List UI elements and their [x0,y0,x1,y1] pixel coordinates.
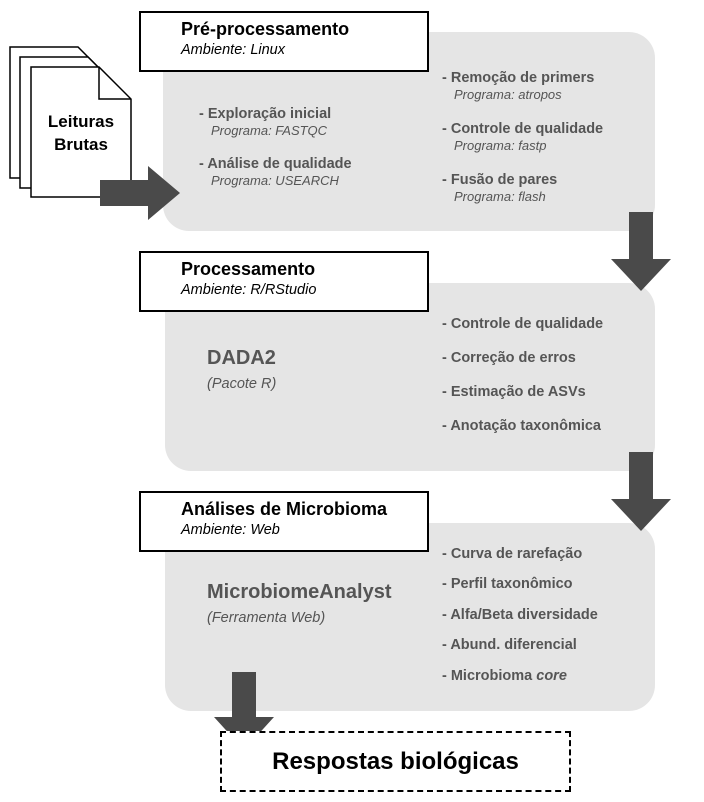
arrow-stage1-to-stage2 [611,212,671,291]
step-label: - Estimação de ASVs [442,384,586,400]
stage2-environment: Ambiente: R/RStudio [181,282,317,298]
stage2-header: Processamento Ambiente: R/RStudio [139,251,429,312]
step-program: Programa: flash [454,189,546,204]
stage2-panel [165,283,655,471]
step-label: - Controle de qualidade [442,316,604,332]
stage1-header: Pré-processamento Ambiente: Linux [139,11,429,72]
stage3-step-3: - Alfa/Beta diversidade [442,606,598,624]
arrow-stage2-to-stage3 [611,452,671,531]
stage3-step-2: - Perfil taxonômico [442,575,573,593]
stage2-step-1: - Controle de qualidade [442,315,603,333]
stage1-environment: Ambiente: Linux [181,42,285,58]
step-label: - Controle de qualidade [442,121,604,137]
stage3-tool-subtitle: (Ferramenta Web) [207,610,326,626]
step-program: Programa: FASTQC [211,123,328,138]
raw-reads-label: Leituras Brutas [36,110,126,156]
step-label: - Anotação taxonômica [442,418,601,434]
stage3-title: Análises de Microbioma [181,499,388,519]
result-label: Respostas biológicas [272,747,519,775]
step-program: Programa: fastp [454,138,547,153]
stage2-tool-subtitle: (Pacote R) [207,376,277,392]
arrow-stage3-to-result [214,672,274,750]
step-label: - Fusão de pares [442,172,558,188]
raw-reads-doc-stack [9,46,132,198]
stage3-tool-name: MicrobiomeAnalyst [207,581,392,603]
step-label: - Alfa/Beta diversidade [442,607,598,623]
stage2-step-3: - Estimação de ASVs [442,383,586,401]
step-program: Programa: USEARCH [211,173,339,188]
input-arrow [100,166,180,220]
step-label: - Análise de qualidade [199,156,352,172]
step-label: - Correção de erros [442,350,576,366]
stage3-header: Análises de Microbioma Ambiente: Web [139,491,429,552]
step-label-italic: core [536,668,567,684]
stage2-step-4: - Anotação taxonômica [442,417,601,435]
step-program: Programa: atropos [454,87,562,102]
step-label: - Remoção de primers [442,70,595,86]
stage3-step-5: - Microbioma core [442,667,567,685]
stage3-step-1: - Curva de rarefação [442,545,582,563]
raw-reads-line1: Leituras [47,112,115,131]
step-label: - Microbioma core [442,667,567,685]
step-label: - Perfil taxonômico [442,576,573,592]
stage2-tool-name: DADA2 [207,347,276,369]
stage1-step-quality-control: - Controle de qualidade Programa: fastp [442,120,603,154]
step-label: - Exploração inicial [199,106,332,122]
stage2-title: Processamento [181,259,316,279]
raw-reads-line2: Brutas [54,135,108,154]
step-label: - Abund. diferencial [442,637,577,653]
doc-fold [98,67,131,100]
step-label-prefix: - Microbioma [442,668,537,684]
stage1-step-exploration: - Exploração inicial Programa: FASTQC [199,105,331,139]
step-label: - Curva de rarefação [442,546,583,562]
stage3-environment: Ambiente: Web [181,522,280,538]
stage1-title: Pré-processamento [181,19,350,39]
stage1-step-pair-merging: - Fusão de pares Programa: flash [442,171,557,205]
stage1-step-primer-removal: - Remoção de primers Programa: atropos [442,69,594,103]
stage1-step-quality-analysis: - Análise de qualidade Programa: USEARCH [199,155,352,189]
result-box: Respostas biológicas [220,731,571,792]
stage2-step-2: - Correção de erros [442,349,576,367]
stage3-step-4: - Abund. diferencial [442,636,577,654]
